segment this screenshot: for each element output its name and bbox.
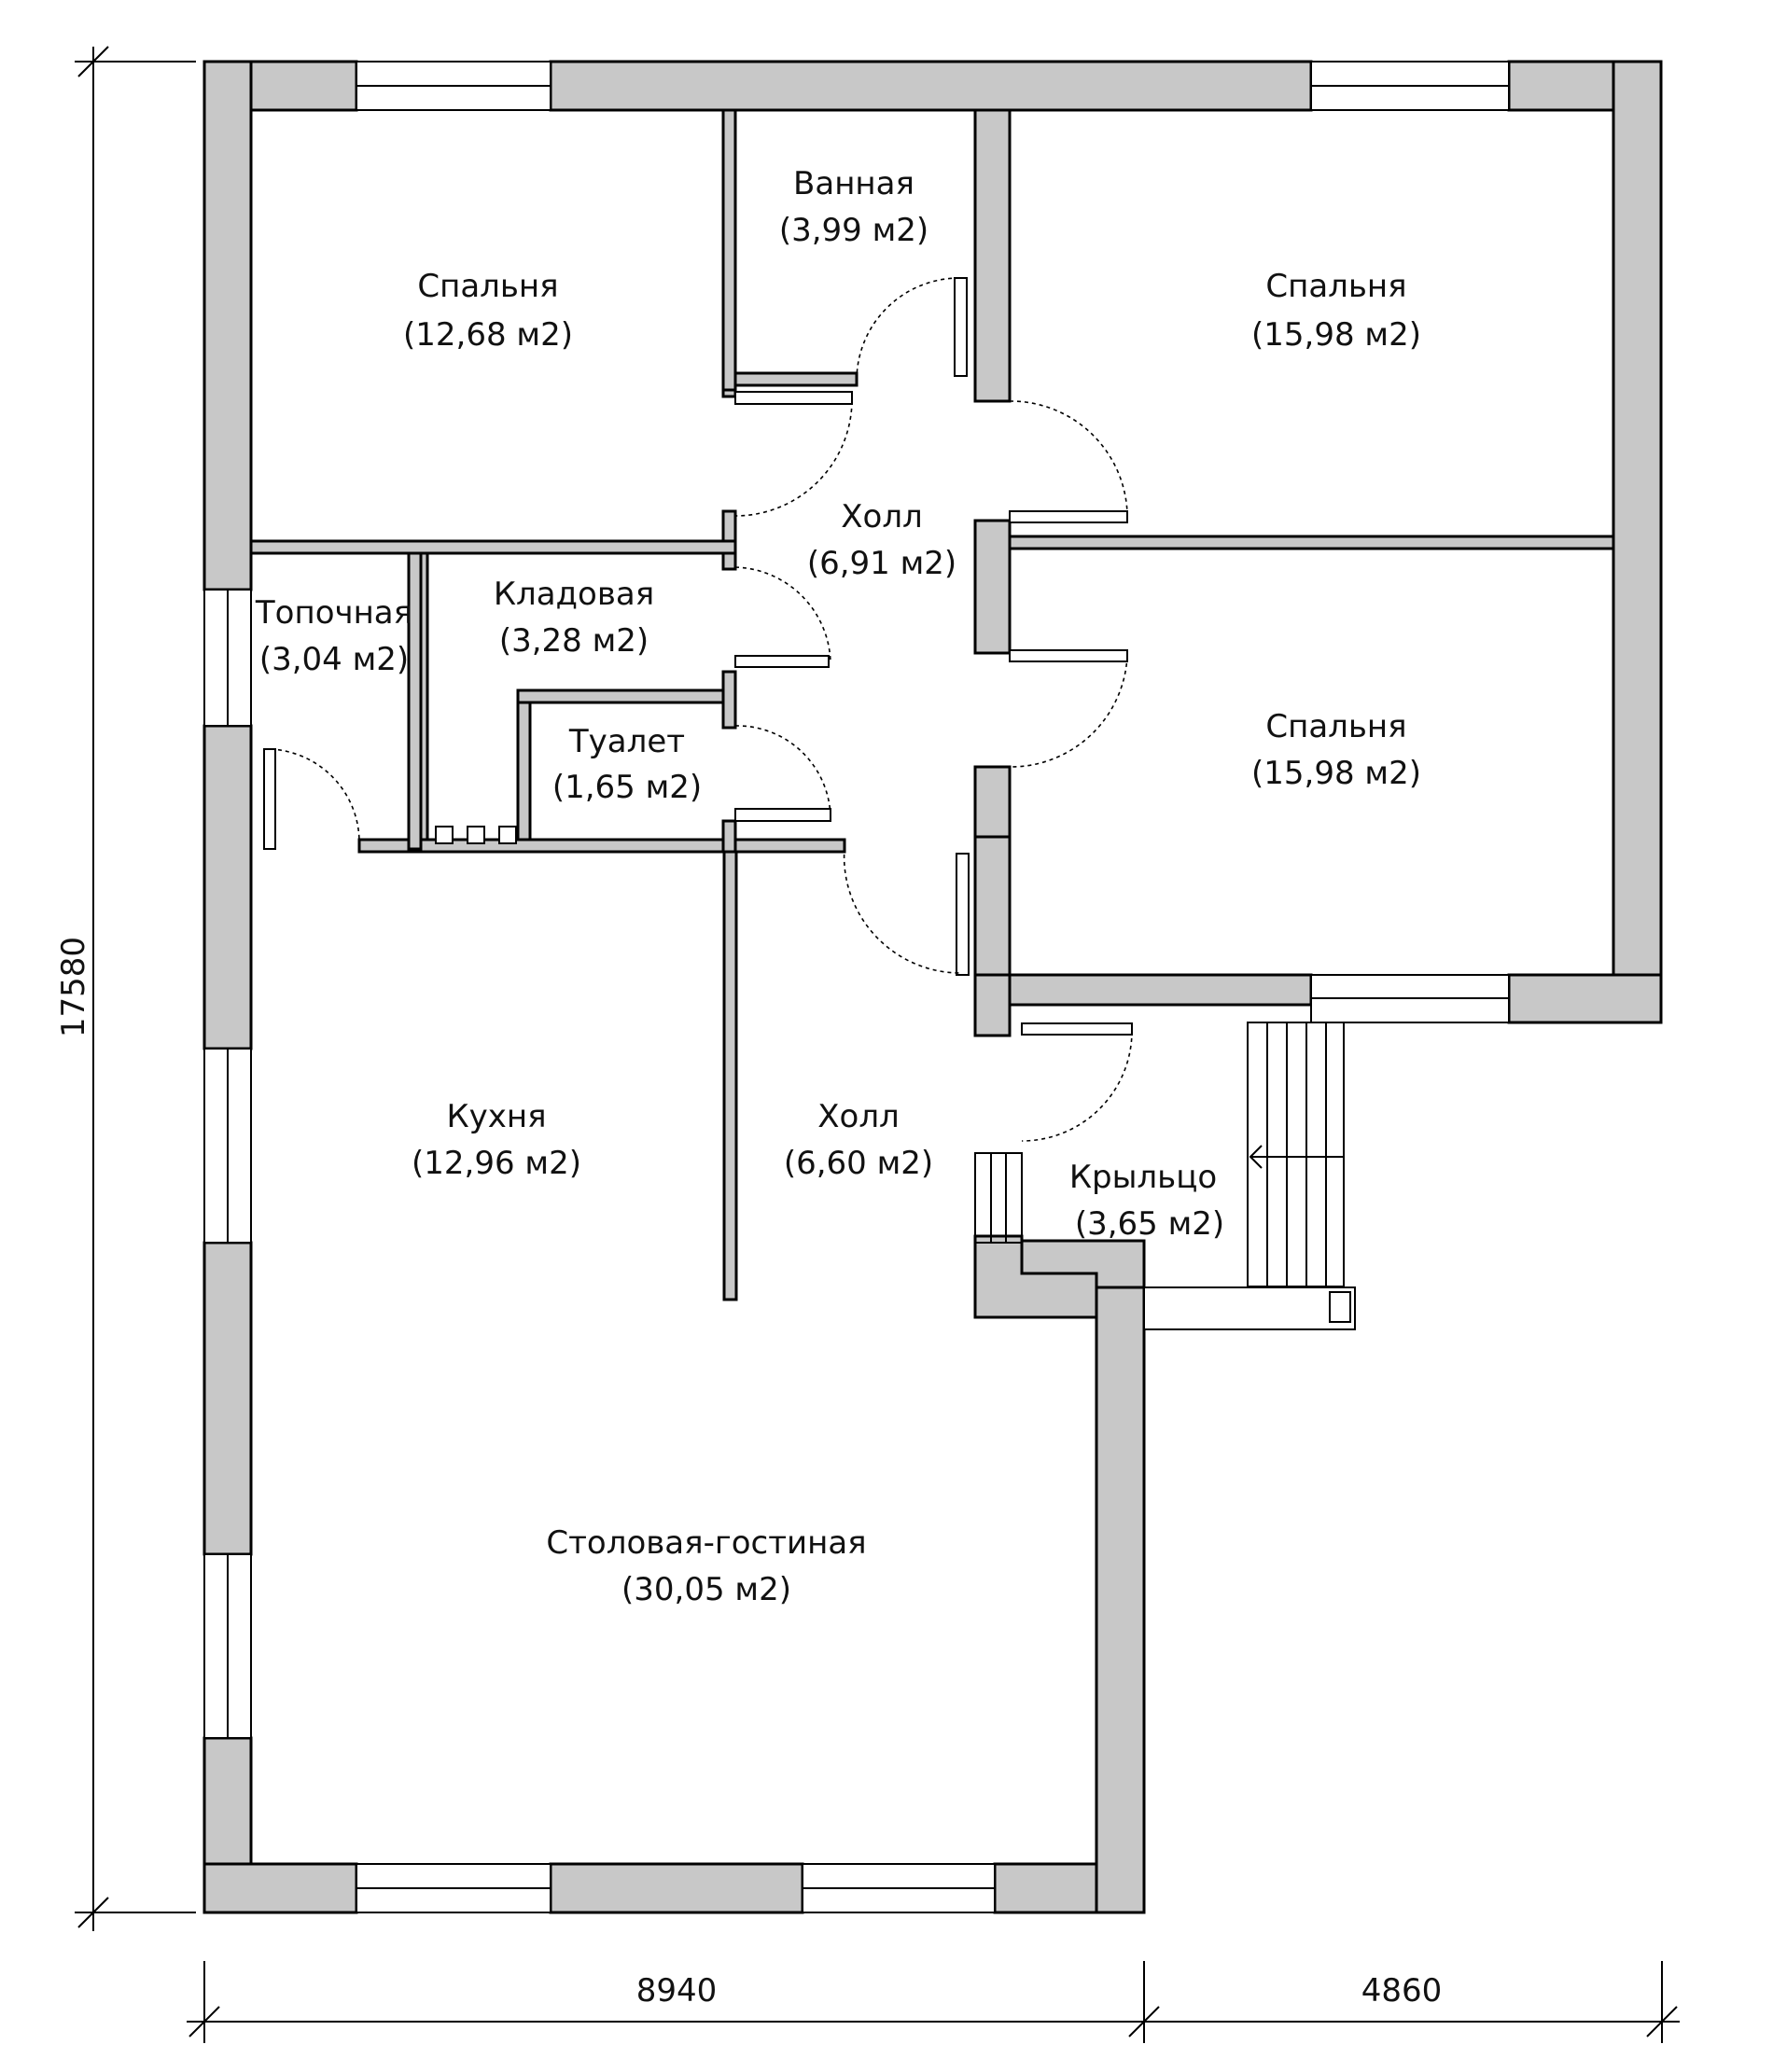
room-name-living: Столовая-гостиная (546, 1524, 866, 1562)
room-name-furnace: Топочная (255, 594, 412, 632)
room-area-porch: (3,65 м2) (1075, 1205, 1224, 1243)
room-name-bath: Ванная (793, 165, 914, 202)
room-name-wc: Туалет (568, 723, 685, 760)
room-name-hall-2: Холл (817, 1098, 900, 1135)
room-area-kitchen: (12,96 м2) (412, 1145, 581, 1182)
windows (203, 61, 1510, 1913)
dimension-horizontal: 8940 4860 (187, 1961, 1680, 2043)
room-name-pantry: Кладовая (494, 576, 654, 613)
exterior-walls (202, 60, 1663, 1914)
porch-stairs (974, 1022, 1356, 1330)
room-area-hall-2: (6,60 м2) (784, 1145, 933, 1182)
room-name-bedroom-1: Спальня (417, 268, 558, 305)
room-area-hall-1: (6,91 м2) (807, 545, 956, 582)
room-area-living: (30,05 м2) (621, 1571, 791, 1608)
interior-walls (249, 108, 1615, 1301)
room-labels: Спальня (12,68 м2) Ванная (3,99 м2) Спал… (255, 165, 1421, 1608)
room-area-pantry: (3,28 м2) (499, 622, 649, 660)
room-area-bedroom-2: (15,98 м2) (1251, 316, 1421, 354)
room-name-bedroom-2: Спальня (1265, 268, 1406, 305)
room-area-wc: (1,65 м2) (552, 769, 702, 806)
dimension-vertical: 17580 (55, 46, 196, 1931)
room-name-bedroom-3: Спальня (1265, 708, 1406, 745)
room-name-porch: Крыльцо (1069, 1159, 1217, 1196)
room-area-bedroom-3: (15,98 м2) (1251, 755, 1421, 792)
width-main-dimension-label: 8940 (636, 1972, 718, 2009)
doors (263, 277, 1133, 1142)
room-area-furnace: (3,04 м2) (259, 641, 409, 678)
room-area-bath: (3,99 м2) (779, 212, 928, 249)
room-name-kitchen: Кухня (446, 1098, 546, 1135)
room-name-hall-1: Холл (841, 498, 923, 535)
room-area-bedroom-1: (12,68 м2) (403, 316, 573, 354)
width-right-dimension-label: 4860 (1361, 1972, 1443, 2009)
height-dimension-label: 17580 (55, 937, 92, 1037)
